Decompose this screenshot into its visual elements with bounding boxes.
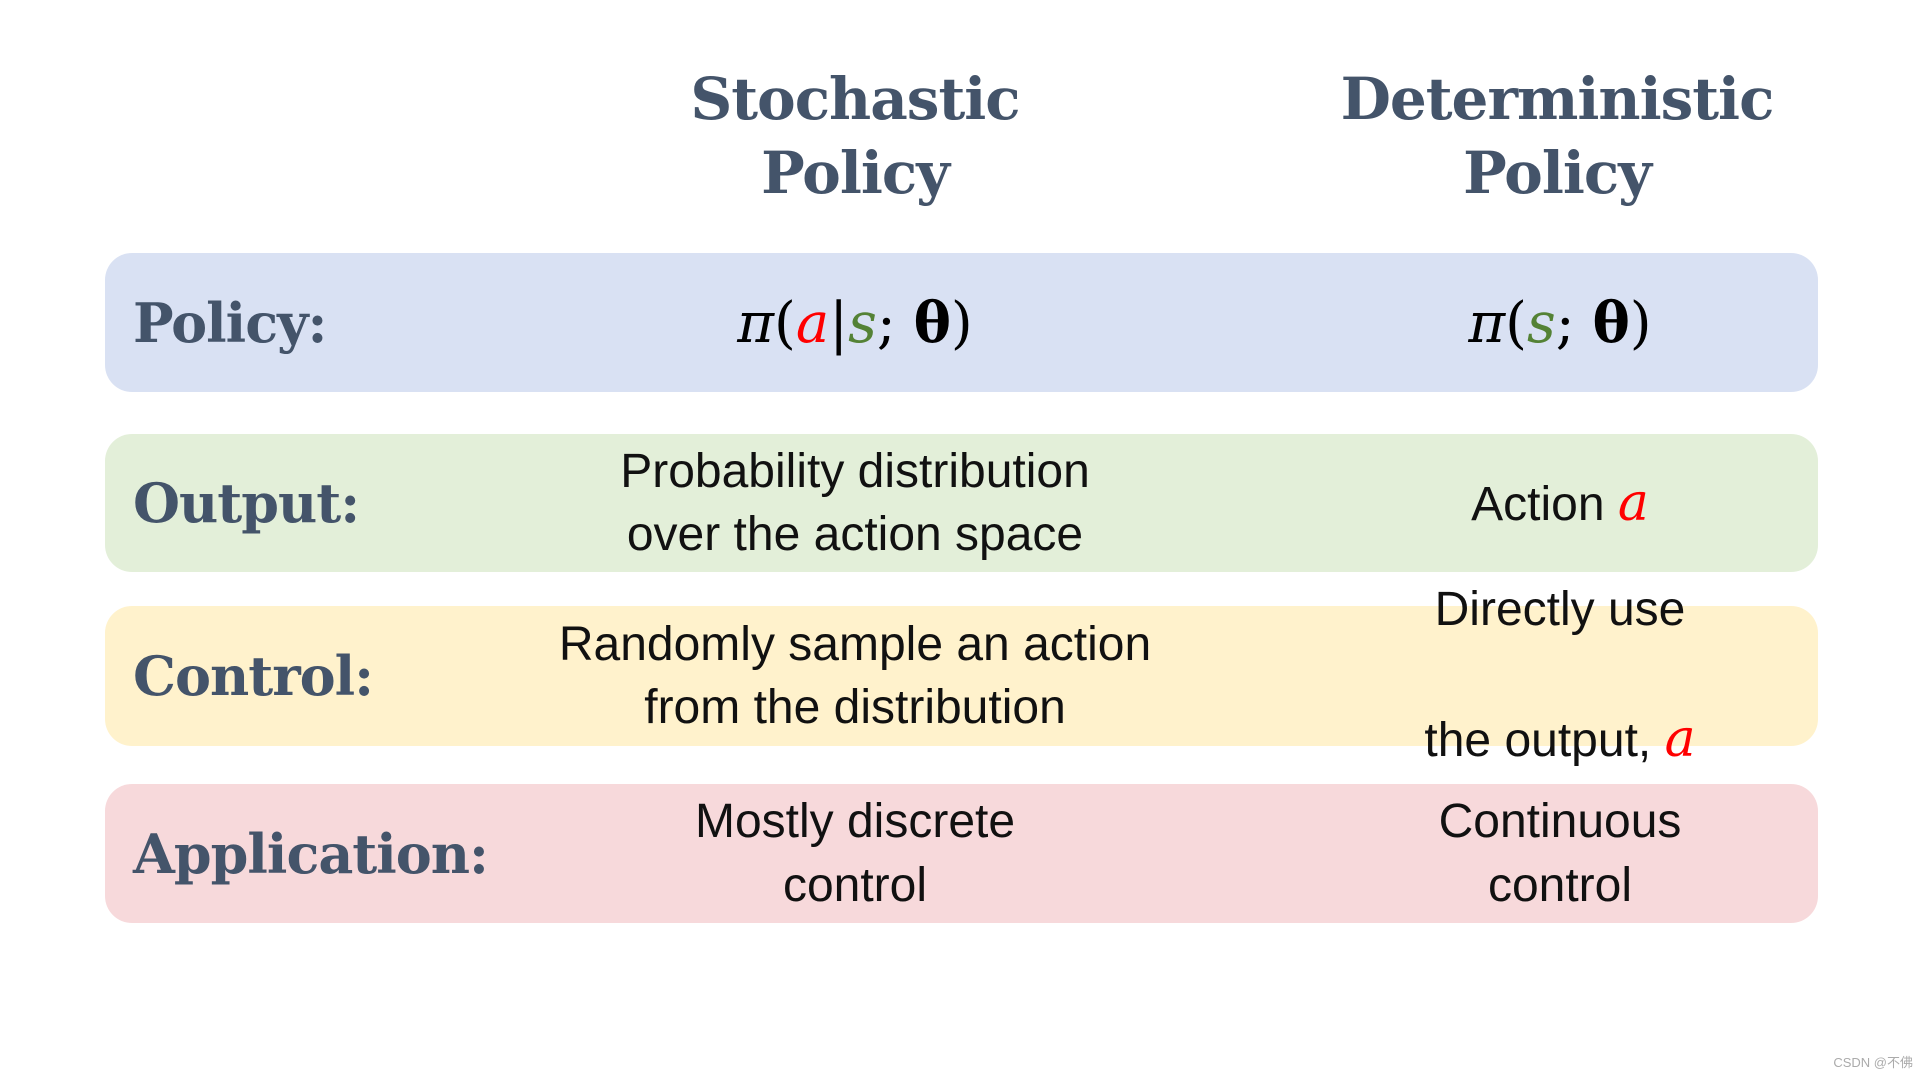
formula-pi-symbol: π bbox=[1468, 290, 1506, 356]
control-deterministic-line2: the output, a bbox=[1424, 705, 1695, 774]
formula-conditional-pipe: | bbox=[829, 290, 849, 356]
output-action-label: Action bbox=[1471, 477, 1618, 531]
formula-theta-parameter: θ bbox=[1592, 289, 1630, 356]
formula-state-variable: s bbox=[848, 290, 877, 356]
output-stochastic-text: Probability distribution over the action… bbox=[620, 444, 1090, 561]
control-deterministic-text: Directly use the output, a bbox=[1424, 515, 1695, 837]
application-deterministic-text: Continuous control bbox=[1438, 795, 1682, 912]
formula-action-variable: a bbox=[795, 290, 830, 356]
application-stochastic-text: Mostly discrete control bbox=[694, 795, 1016, 912]
control-output-label: the output, bbox=[1424, 714, 1665, 768]
row-application: Application: Mostly discrete control Con… bbox=[105, 784, 1818, 923]
cell-policy-deterministic: π(s; θ) bbox=[1245, 253, 1875, 392]
formula-open-paren: ( bbox=[774, 290, 796, 356]
cell-application-deterministic: Continuous control bbox=[1245, 784, 1875, 923]
stochastic-policy-formula: π(a|s; θ) bbox=[737, 290, 973, 356]
cell-output-deterministic: Action a bbox=[1245, 434, 1875, 572]
control-action-variable: a bbox=[1664, 709, 1696, 770]
formula-pi-symbol: π bbox=[737, 290, 775, 356]
row-label-output: Output: bbox=[133, 471, 360, 535]
cell-policy-stochastic: π(a|s; θ) bbox=[485, 253, 1225, 392]
formula-state-variable: s bbox=[1527, 290, 1556, 356]
cell-control-stochastic: Randomly sample an action from the distr… bbox=[485, 606, 1225, 746]
formula-semicolon: ; bbox=[876, 290, 914, 356]
formula-close-paren: ) bbox=[1629, 290, 1652, 356]
row-output: Output: Probability distribution over th… bbox=[105, 434, 1818, 572]
deterministic-policy-formula: π(s; θ) bbox=[1468, 290, 1651, 356]
output-deterministic-text: Action a bbox=[1471, 469, 1649, 538]
formula-close-paren: ) bbox=[950, 290, 973, 356]
control-stochastic-text: Randomly sample an action from the distr… bbox=[558, 617, 1152, 734]
cell-application-stochastic: Mostly discrete control bbox=[485, 784, 1225, 923]
csdn-watermark: CSDN @不佛 bbox=[1833, 1055, 1913, 1070]
column-header-stochastic-policy: Stochastic Policy bbox=[690, 65, 1020, 208]
row-control: Control: Randomly sample an action from … bbox=[105, 583, 1818, 769]
cell-control-deterministic: Directly use the output, a bbox=[1245, 583, 1875, 769]
formula-open-paren: ( bbox=[1505, 290, 1528, 356]
column-header-deterministic-policy: Deterministic Policy bbox=[1340, 65, 1775, 208]
output-action-variable: a bbox=[1617, 472, 1649, 533]
formula-theta-parameter: θ bbox=[913, 289, 951, 356]
formula-semicolon: ; bbox=[1555, 290, 1593, 356]
row-label-application: Application: bbox=[133, 821, 489, 886]
row-label-control: Control: bbox=[133, 644, 374, 708]
row-policy: Policy: π(a|s; θ) π(s; θ) bbox=[105, 253, 1818, 392]
cell-output-stochastic: Probability distribution over the action… bbox=[485, 434, 1225, 572]
row-label-policy: Policy: bbox=[133, 290, 327, 355]
control-deterministic-line1: Directly use bbox=[1434, 583, 1686, 637]
